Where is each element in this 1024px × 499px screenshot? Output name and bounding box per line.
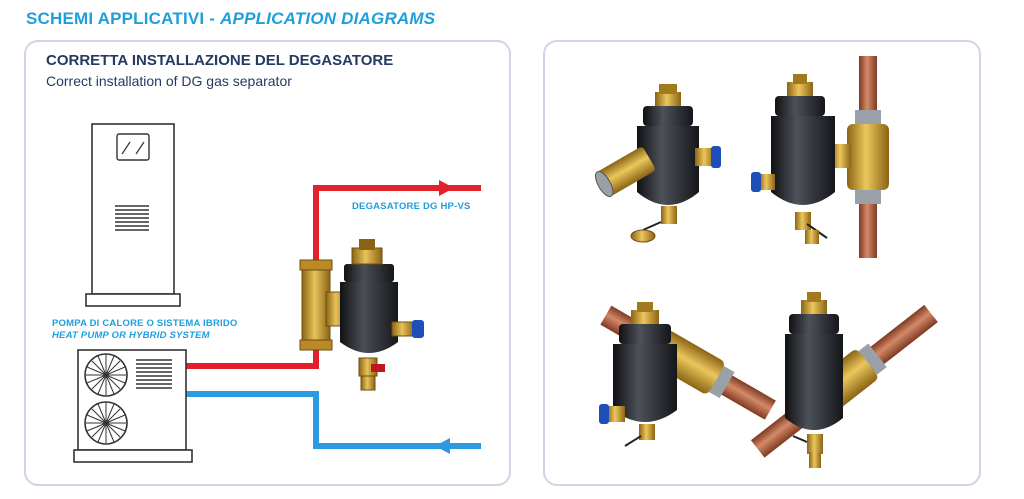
- indoor-unit: [85, 123, 181, 307]
- degasser-label: DEGASATORE DG HP-VS: [352, 201, 471, 212]
- header-separator: -: [204, 9, 221, 28]
- display-icon: [116, 133, 150, 161]
- orientation-vertical-pipe: [751, 56, 889, 258]
- header-title-it: SCHEMI APPLICATIVI: [26, 9, 205, 28]
- heat-pump-label: POMPA DI CALORE O SISTEMA IBRIDO: [52, 318, 238, 329]
- installation-diagram: [73, 123, 481, 463]
- panel-title: CORRETTA INSTALLAZIONE DEL DEGASATORE: [46, 52, 394, 69]
- outdoor-unit: [73, 349, 193, 463]
- vent-grille-icon: [114, 204, 150, 234]
- flow-arrow-right-icon: [439, 180, 454, 196]
- return-pipe: [186, 391, 481, 454]
- fan-icon: [84, 353, 128, 397]
- header-title-en: APPLICATION DIAGRAMS: [220, 9, 436, 28]
- heat-pump-label-en: HEAT PUMP OR HYBRID SYSTEM: [52, 330, 210, 341]
- flow-arrow-left-icon: [435, 438, 450, 454]
- orientation-illustrations: [594, 56, 938, 468]
- orientation-diagonal-pipe-left: [599, 302, 776, 447]
- vent-grille-icon: [136, 359, 172, 389]
- orientation-diagonal-pipe-right: [750, 292, 938, 468]
- degasser-valve: [299, 239, 424, 391]
- fan-icon: [84, 401, 128, 445]
- section-header: SCHEMI APPLICATIVI - APPLICATION DIAGRAM…: [26, 9, 435, 29]
- installation-diagram-panel: CORRETTA INSTALLAZIONE DEL DEGASATORE Co…: [24, 40, 511, 486]
- installation-orientations-panel: [543, 40, 981, 486]
- orientation-horizontal-connection: [594, 84, 721, 243]
- panel-subtitle: Correct installation of DG gas separator: [46, 73, 292, 89]
